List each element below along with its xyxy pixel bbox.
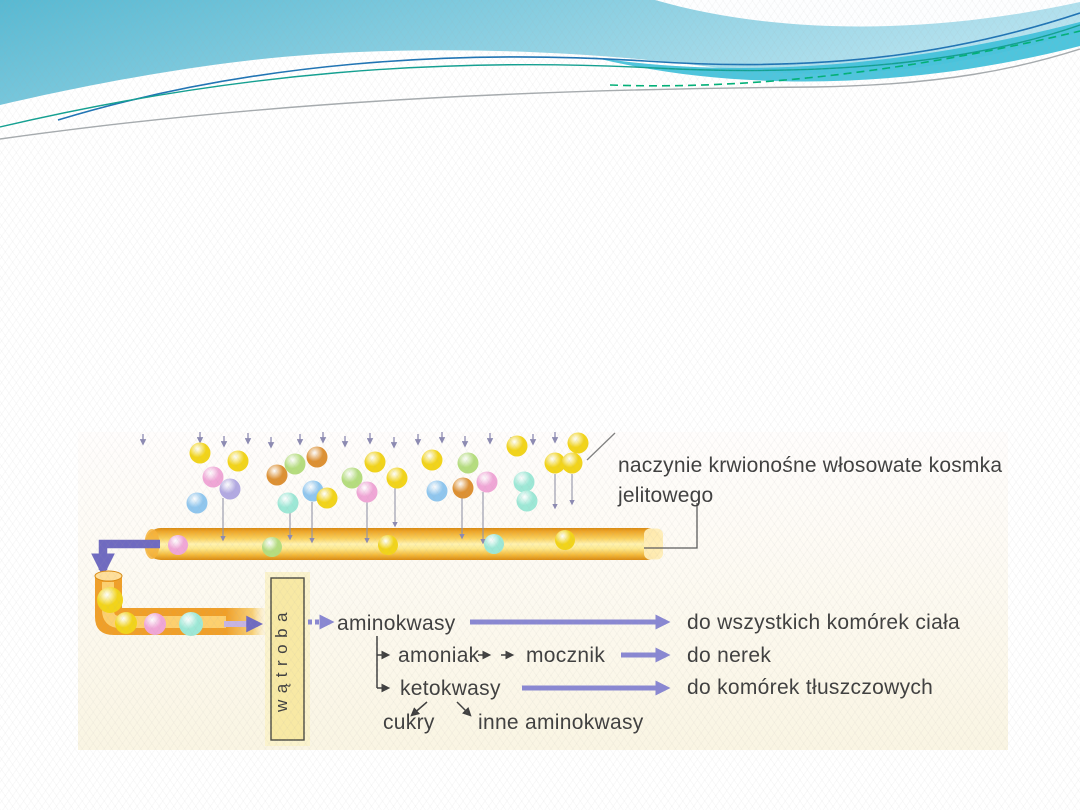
nutrient-ball-yellow [227,450,249,472]
caption-line1: naczynie krwionośne włosowate kosmka [618,454,1002,477]
nutrient-ball-green [262,537,282,557]
wave-line-blue [57,12,1080,121]
nutrient-ball-cyan [513,471,535,493]
nutrient-balls-in-tube [168,530,575,557]
label-dest-fat-cells: do komórek tłuszczowych [687,676,933,699]
nutrient-ball-yellow [189,442,211,464]
nutrient-ball-green [284,453,306,475]
absorption-arrows [139,432,559,449]
nutrient-ball-yellow [561,452,583,474]
wave-white-swoosh [655,0,1080,27]
label-aminokwasy: aminokwasy [337,612,456,635]
branch-lines [376,636,515,717]
liver-box: wątroba [265,572,310,746]
nutrient-ball-yellow [567,432,589,454]
nutrient-balls [186,432,589,514]
nutrient-ball-orange [452,477,474,499]
nutrient-ball-pink [356,481,378,503]
nutrient-ball-blue [186,492,208,514]
label-inne-aminokwasy: inne aminokwasy [478,711,644,734]
label-dest-kidneys: do nerek [687,644,771,667]
caption-line2: jelitowego [617,484,713,507]
nutrient-ball-pink [168,535,188,555]
nutrient-ball-yellow [97,587,123,613]
nutrient-ball-yellow [544,452,566,474]
label-mocznik: mocznik [526,644,605,667]
nutrient-ball-yellow [364,451,386,473]
nutrient-ball-pink [144,613,166,635]
nutrient-ball-yellow [378,535,398,555]
nutrient-ball-cyan [484,534,504,554]
wave-line-teal [0,24,1080,128]
nutrient-ball-cyan [277,492,299,514]
wave-header-decoration [0,0,1080,140]
caption-callout-line [644,503,698,549]
nutrient-ball-cyan [179,612,203,636]
wave-sky-shape [0,0,1080,105]
liver-label: wątroba [272,606,291,713]
wave-line-gray [0,48,1080,140]
label-dest-all-cells: do wszystkich komórek ciała [687,611,960,634]
nutrient-ball-orange [306,446,328,468]
digestion-diagram: wątroba aminokwasy amoniak mocznik ketok… [91,432,1002,746]
diagram-panel: wątroba aminokwasy amoniak mocznik ketok… [78,432,1008,750]
nutrient-ball-yellow [316,487,338,509]
nutrient-ball-pink [202,466,224,488]
nutrient-balls-in-portal [97,587,203,636]
nutrient-ball-pink [476,471,498,493]
nutrient-ball-yellow [555,530,575,550]
nutrient-ball-yellow [421,449,443,471]
label-ketokwasy: ketokwasy [400,677,501,700]
nutrient-ball-cyan [516,490,538,512]
nutrient-ball-yellow [506,435,528,457]
nutrient-ball-green [457,452,479,474]
nutrient-ball-blue [426,480,448,502]
nutrient-ball-purple [219,478,241,500]
nutrient-ball-green [341,467,363,489]
leader-line-diagonal [586,432,616,461]
capillary-tube [144,528,663,560]
absorption-stems [220,474,575,545]
nutrient-ball-orange [266,464,288,486]
label-cukry: cukry [383,711,435,734]
wave-line-green-dashed [609,30,1080,87]
nutrient-ball-yellow [115,612,137,634]
wave-teal-band [592,22,1080,82]
label-amoniak: amoniak [398,644,480,667]
arrow-tube-to-portal [91,539,160,578]
nutrient-ball-yellow [386,467,408,489]
